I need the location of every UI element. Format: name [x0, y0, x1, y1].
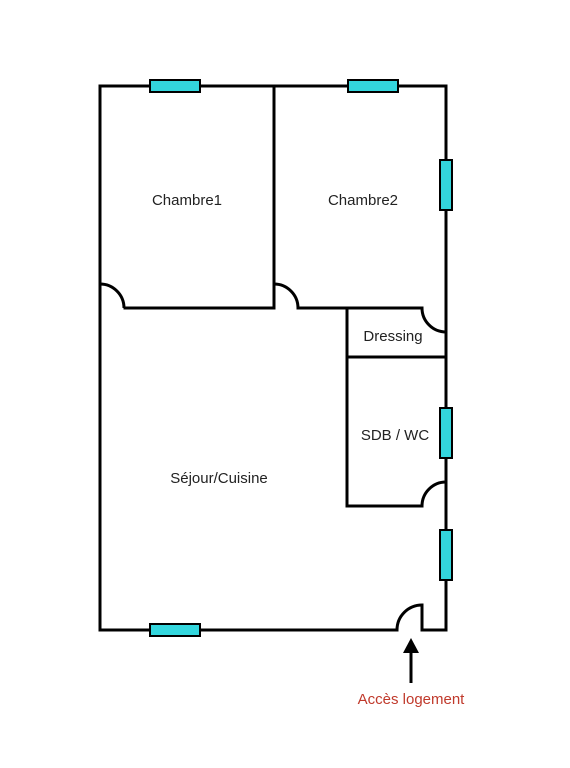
- door-entrance: [395, 603, 424, 631]
- walls: [98, 84, 448, 632]
- door-bedroom2: [273, 282, 300, 309]
- door-bathroom: [420, 480, 447, 507]
- window-living-bottom: [149, 623, 201, 637]
- room-label-dressing: Dressing: [363, 328, 422, 345]
- door-dressing: [420, 307, 447, 334]
- entrance-arrow-head: [403, 638, 419, 653]
- doors: [99, 282, 447, 631]
- entrance-arrow: [403, 638, 419, 683]
- room-label-bedroom1: Chambre1: [152, 192, 222, 209]
- window-living-side: [439, 529, 453, 581]
- entrance-label: Accès logement: [358, 691, 466, 708]
- window-bedroom2: [347, 79, 399, 93]
- room-label-bedroom2: Chambre2: [328, 192, 398, 209]
- window-bedroom1: [149, 79, 201, 93]
- window-bathroom: [439, 407, 453, 459]
- windows: [149, 79, 453, 637]
- room-label-bathroom: SDB / WC: [361, 427, 430, 444]
- room-label-living: Séjour/Cuisine: [170, 470, 268, 487]
- door-bedroom1: [99, 282, 126, 309]
- window-bedroom2-side: [439, 159, 453, 211]
